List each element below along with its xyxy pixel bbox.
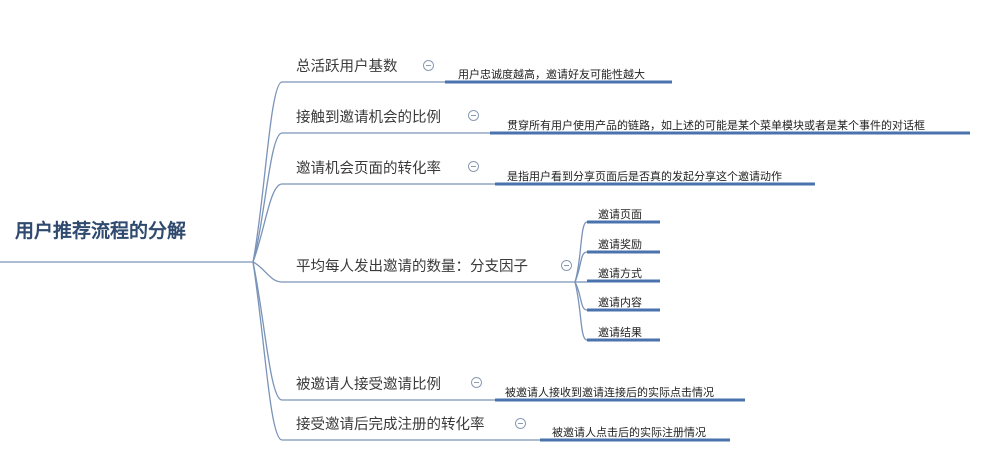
branch-registration-conversion[interactable]: 接受邀请后完成注册的转化率 <box>296 417 485 433</box>
note-invite-exposure[interactable]: 贯穿所有用户使用产品的链路，如上述的可能是某个菜单模块或者是某个事件的对话框 <box>507 119 925 132</box>
note-active-users[interactable]: 用户忠诚度越高，邀请好友可能性越大 <box>458 68 645 81</box>
sub-invite-content[interactable]: 邀请内容 <box>598 296 642 309</box>
branch-invite-acceptance[interactable]: 被邀请人接受邀请比例 <box>296 377 441 393</box>
branch-invite-page-conversion[interactable]: 邀请机会页面的转化率 <box>296 161 441 177</box>
collapse-icon[interactable] <box>471 377 482 388</box>
collapse-icon[interactable] <box>561 260 572 271</box>
collapse-icon[interactable] <box>423 60 434 71</box>
note-invite-acceptance[interactable]: 被邀请人接收到邀请连接后的实际点击情况 <box>505 386 714 399</box>
root-topic[interactable]: 用户推荐流程的分解 <box>15 220 187 242</box>
branch-invite-exposure[interactable]: 接触到邀请机会的比例 <box>296 110 441 126</box>
branch-branching-factor[interactable]: 平均每人发出邀请的数量：分支因子 <box>296 259 528 275</box>
collapse-icon[interactable] <box>468 110 479 121</box>
note-registration-conversion[interactable]: 被邀请人点击后的实际注册情况 <box>552 426 706 439</box>
sub-invite-result[interactable]: 邀请结果 <box>598 326 642 339</box>
sub-invite-reward[interactable]: 邀请奖励 <box>598 238 642 251</box>
sub-invite-method[interactable]: 邀请方式 <box>598 267 642 280</box>
sub-invite-page[interactable]: 邀请页面 <box>598 208 642 221</box>
branch-active-users[interactable]: 总活跃用户基数 <box>296 59 398 75</box>
note-invite-page-conversion[interactable]: 是指用户看到分享页面后是否真的发起分享这个邀请动作 <box>507 170 782 183</box>
collapse-icon[interactable] <box>468 161 479 172</box>
collapse-icon[interactable] <box>515 418 526 429</box>
